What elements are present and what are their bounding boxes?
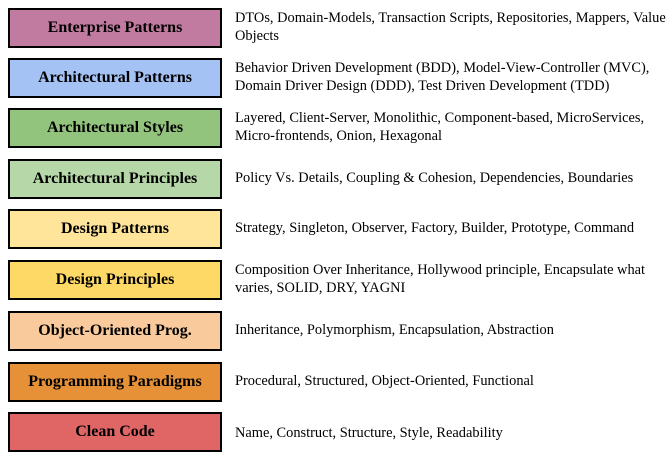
layer-label: Design Principles xyxy=(55,271,175,288)
layer-label: Object-Oriented Prog. xyxy=(38,322,192,339)
layer-description: DTOs, Domain-Models, Transaction Scripts… xyxy=(235,10,666,44)
layer-box-enterprise-patterns: Enterprise Patterns xyxy=(8,8,222,48)
layer-description: Strategy, Singleton, Observer, Factory, … xyxy=(235,220,635,236)
layer-row-design-principles: Design Principles Composition Over Inher… xyxy=(0,259,670,303)
layer-label: Enterprise Patterns xyxy=(47,19,183,36)
layer-label: Clean Code xyxy=(75,423,155,440)
layer-row-object-oriented-prog: Object-Oriented Prog. Inheritance, Polym… xyxy=(0,310,670,354)
layer-row-enterprise-patterns: Enterprise Patterns DTOs, Domain-Models,… xyxy=(0,7,670,51)
layer-description: Behavior Driven Development (BDD), Model… xyxy=(235,60,650,94)
layer-label: Architectural Patterns xyxy=(38,69,192,86)
layer-label: Architectural Principles xyxy=(32,170,198,187)
layer-box-architectural-patterns: Architectural Patterns xyxy=(8,58,222,98)
layer-description: Composition Over Inheritance, Hollywood … xyxy=(235,262,646,296)
layer-row-clean-code: Clean Code Name, Construct, Structure, S… xyxy=(0,411,670,455)
layer-box-programming-paradigms: Programming Paradigms xyxy=(8,362,222,402)
layer-row-architectural-principles: Architectural Principles Policy Vs. Deta… xyxy=(0,158,670,202)
layer-box-design-principles: Design Principles xyxy=(8,260,222,300)
layer-description: Procedural, Structured, Object-Oriented,… xyxy=(235,373,534,389)
layer-box-object-oriented-prog: Object-Oriented Prog. xyxy=(8,311,222,351)
layer-box-design-patterns: Design Patterns xyxy=(8,209,222,249)
layer-description: Policy Vs. Details, Coupling & Cohesion,… xyxy=(235,170,634,186)
layer-description: Name, Construct, Structure, Style, Reada… xyxy=(235,425,503,441)
layer-label: Design Patterns xyxy=(61,220,169,237)
layer-row-programming-paradigms: Programming Paradigms Procedural, Struct… xyxy=(0,361,670,405)
layer-box-architectural-principles: Architectural Principles xyxy=(8,159,222,199)
layer-label: Architectural Styles xyxy=(46,119,184,136)
layer-box-clean-code: Clean Code xyxy=(8,412,222,452)
layer-label: Programming Paradigms xyxy=(28,373,202,390)
layer-box-architectural-styles: Architectural Styles xyxy=(8,108,222,148)
layer-description: Inheritance, Polymorphism, Encapsulation… xyxy=(235,322,554,338)
layer-row-architectural-patterns: Architectural Patterns Behavior Driven D… xyxy=(0,57,670,101)
layer-row-architectural-styles: Architectural Styles Layered, Client-Ser… xyxy=(0,107,670,151)
layer-description: Layered, Client-Server, Monolithic, Comp… xyxy=(235,110,645,144)
layer-row-design-patterns: Design Patterns Strategy, Singleton, Obs… xyxy=(0,208,670,252)
